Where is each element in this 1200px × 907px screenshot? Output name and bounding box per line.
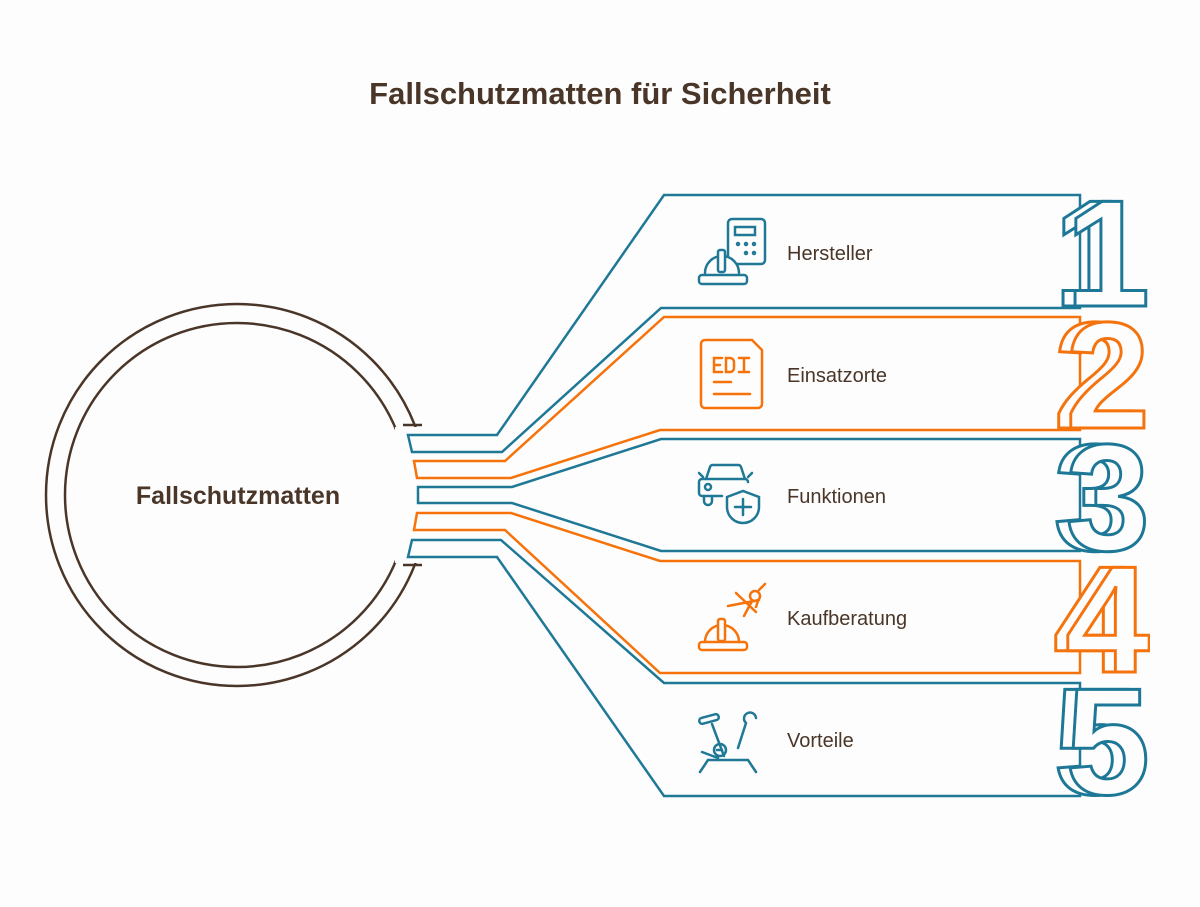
number-4: 4 bbox=[1064, 559, 1150, 680]
band-4 bbox=[412, 511, 1082, 675]
item-label-1: Hersteller bbox=[787, 243, 873, 265]
band-5 bbox=[406, 538, 1082, 798]
helmet-compass-icon bbox=[697, 582, 767, 652]
diagram-title: Fallschutzmatten für Sicherheit bbox=[369, 76, 831, 111]
number-1: 1 bbox=[1064, 193, 1150, 314]
number-5: 5 bbox=[1064, 681, 1150, 802]
item-label-2: Einsatzorte bbox=[787, 365, 887, 387]
exercise-bike-icon bbox=[697, 711, 758, 774]
band-2 bbox=[412, 315, 1082, 480]
number-2: 2 bbox=[1064, 315, 1150, 436]
item-label-4: Kaufberatung bbox=[787, 608, 907, 630]
edi-document-icon bbox=[699, 338, 764, 410]
center-label: Fallschutzmatten bbox=[136, 482, 340, 510]
item-label-5: Vorteile bbox=[787, 730, 854, 752]
item-label-3: Funktionen bbox=[787, 486, 886, 508]
car-shield-icon bbox=[697, 463, 761, 525]
band-1 bbox=[406, 193, 1082, 454]
helmet-calculator-icon bbox=[697, 217, 767, 286]
number-3: 3 bbox=[1064, 437, 1150, 558]
